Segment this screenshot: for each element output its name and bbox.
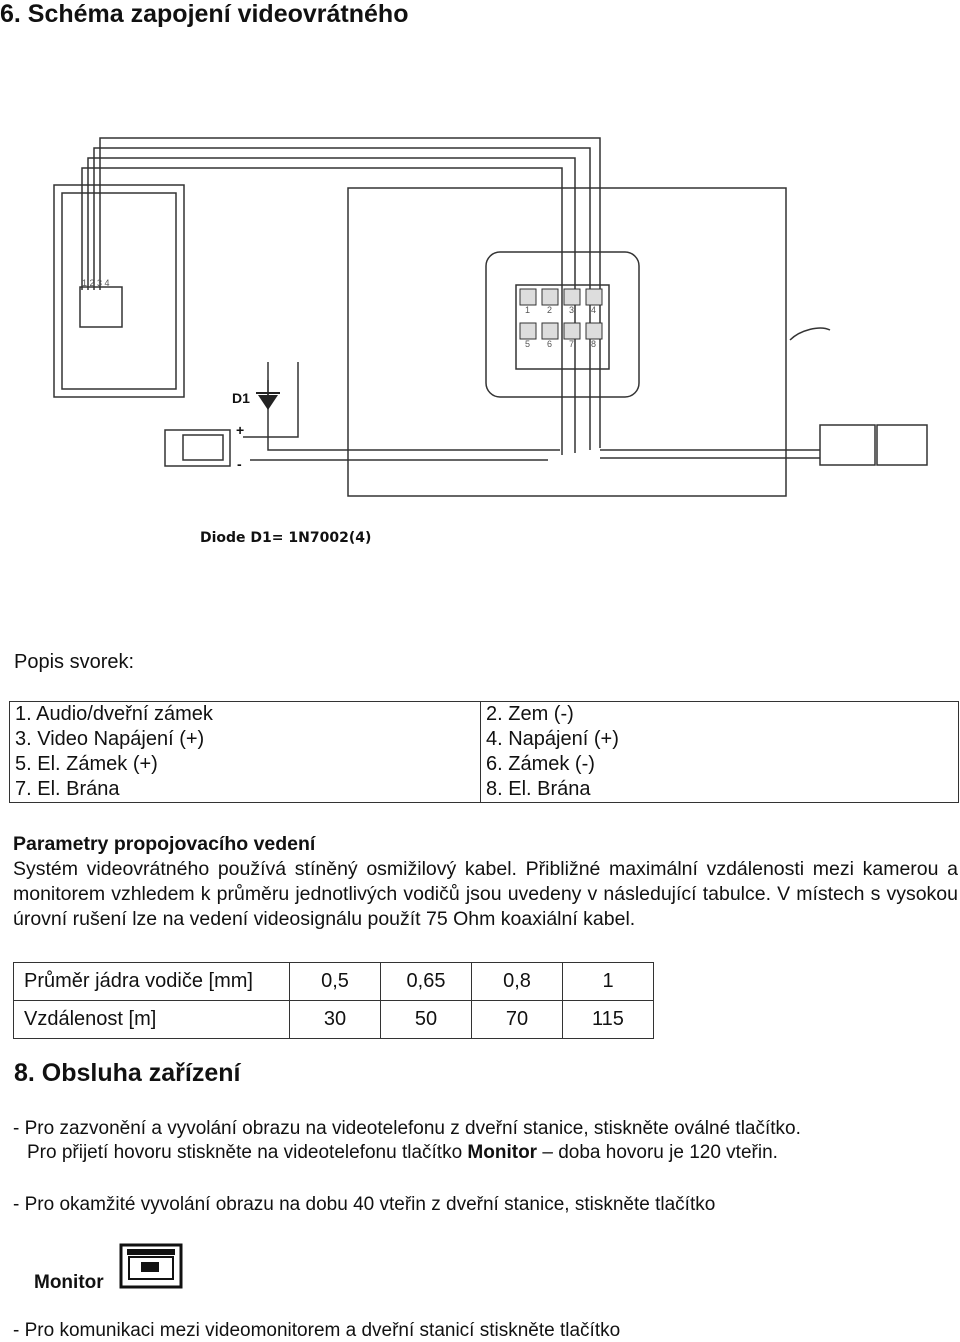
terminal-2: 2 <box>547 305 553 315</box>
terminal-7: 7 <box>569 339 575 349</box>
operation-heading: 8. Obsluha zařízení <box>14 1059 241 1087</box>
terminal-6: 6 <box>547 339 553 349</box>
operation-line-3: - Pro okamžité vyvolání obrazu na dobu 4… <box>13 1194 716 1215</box>
minus-label: - <box>237 456 242 472</box>
table-cell: 115 <box>562 1000 654 1039</box>
table-cell: 70 <box>471 1000 563 1039</box>
section-heading: 6. Schéma zapojení videovrátného <box>0 0 409 28</box>
operation-line-2-a: Pro přijetí hovoru stiskněte na videotel… <box>27 1142 468 1163</box>
table-cell: 1 <box>562 962 654 1001</box>
terminals-table: 1. Audio/dveřní zámek 2. Zem (-) 3. Vide… <box>9 701 959 803</box>
table-cell: 2. Zem (-) <box>480 701 959 727</box>
table-cell: 50 <box>380 1000 472 1039</box>
terminal-1: 1 <box>525 305 531 315</box>
cable-paragraph: Systém videovrátného používá stíněný osm… <box>13 858 958 930</box>
operation-line-1: - Pro zazvonění a vyvolání obrazu na vid… <box>13 1118 801 1139</box>
terminal-4: 4 <box>591 305 597 315</box>
table-row: 7. El. Brána 8. El. Brána <box>9 777 959 803</box>
table-row: Průměr jádra vodiče [mm] 0,5 0,65 0,8 1 <box>13 962 654 1001</box>
table-cell: 30 <box>289 1000 381 1039</box>
terminal-3: 3 <box>569 305 575 315</box>
table-cell: 8. El. Brána <box>480 777 959 803</box>
table-cell: 1. Audio/dveřní zámek <box>9 701 481 727</box>
operation-line-2: Pro přijetí hovoru stiskněte na videotel… <box>27 1142 778 1164</box>
terminals-title: Popis svorek: <box>14 651 135 673</box>
table-cell: 0,8 <box>471 962 563 1001</box>
terminal-5: 5 <box>525 339 531 349</box>
diode-note: Diode D1= 1N7002(4) <box>200 530 372 546</box>
terminal-8: 8 <box>591 339 597 349</box>
table-cell: 7. El. Brána <box>9 777 481 803</box>
table-cell: 0,65 <box>380 962 472 1001</box>
table-cell: 0,5 <box>289 962 381 1001</box>
table-row: 1. Audio/dveřní zámek 2. Zem (-) <box>9 701 959 727</box>
plus-label: + <box>236 422 245 438</box>
operation-line-4: - Pro komunikaci mezi videomonitorem a d… <box>13 1320 621 1341</box>
table-cell: 6. Zámek (-) <box>480 752 959 777</box>
table-cell: 4. Napájení (+) <box>480 727 959 752</box>
table-row: 5. El. Zámek (+) 6. Zámek (-) <box>9 752 959 777</box>
monitor-icon <box>119 1243 183 1289</box>
operation-line-2-c: – doba hovoru je 120 vteřin. <box>537 1142 778 1163</box>
table-row: Vzdálenost [m] 30 50 70 115 <box>13 1000 654 1039</box>
table-cell: 5. El. Zámek (+) <box>9 752 481 777</box>
operation-line-2-b: Monitor <box>467 1142 538 1163</box>
table-row: 3. Video Napájení (+) 4. Napájení (+) <box>9 727 959 752</box>
d1-label: D1 <box>232 390 250 406</box>
table-cell: Vzdálenost [m] <box>13 1000 290 1039</box>
cable-table: Průměr jádra vodiče [mm] 0,5 0,65 0,8 1 … <box>13 962 654 1039</box>
door-station-pins: 1 2 3 4 <box>82 278 110 288</box>
table-cell: 3. Video Napájení (+) <box>9 727 481 752</box>
wiring-diagram <box>53 137 928 497</box>
cable-title: Parametry propojovacího vedení <box>13 833 316 855</box>
monitor-label: Monitor <box>34 1272 104 1293</box>
table-cell: Průměr jádra vodiče [mm] <box>13 962 290 1001</box>
